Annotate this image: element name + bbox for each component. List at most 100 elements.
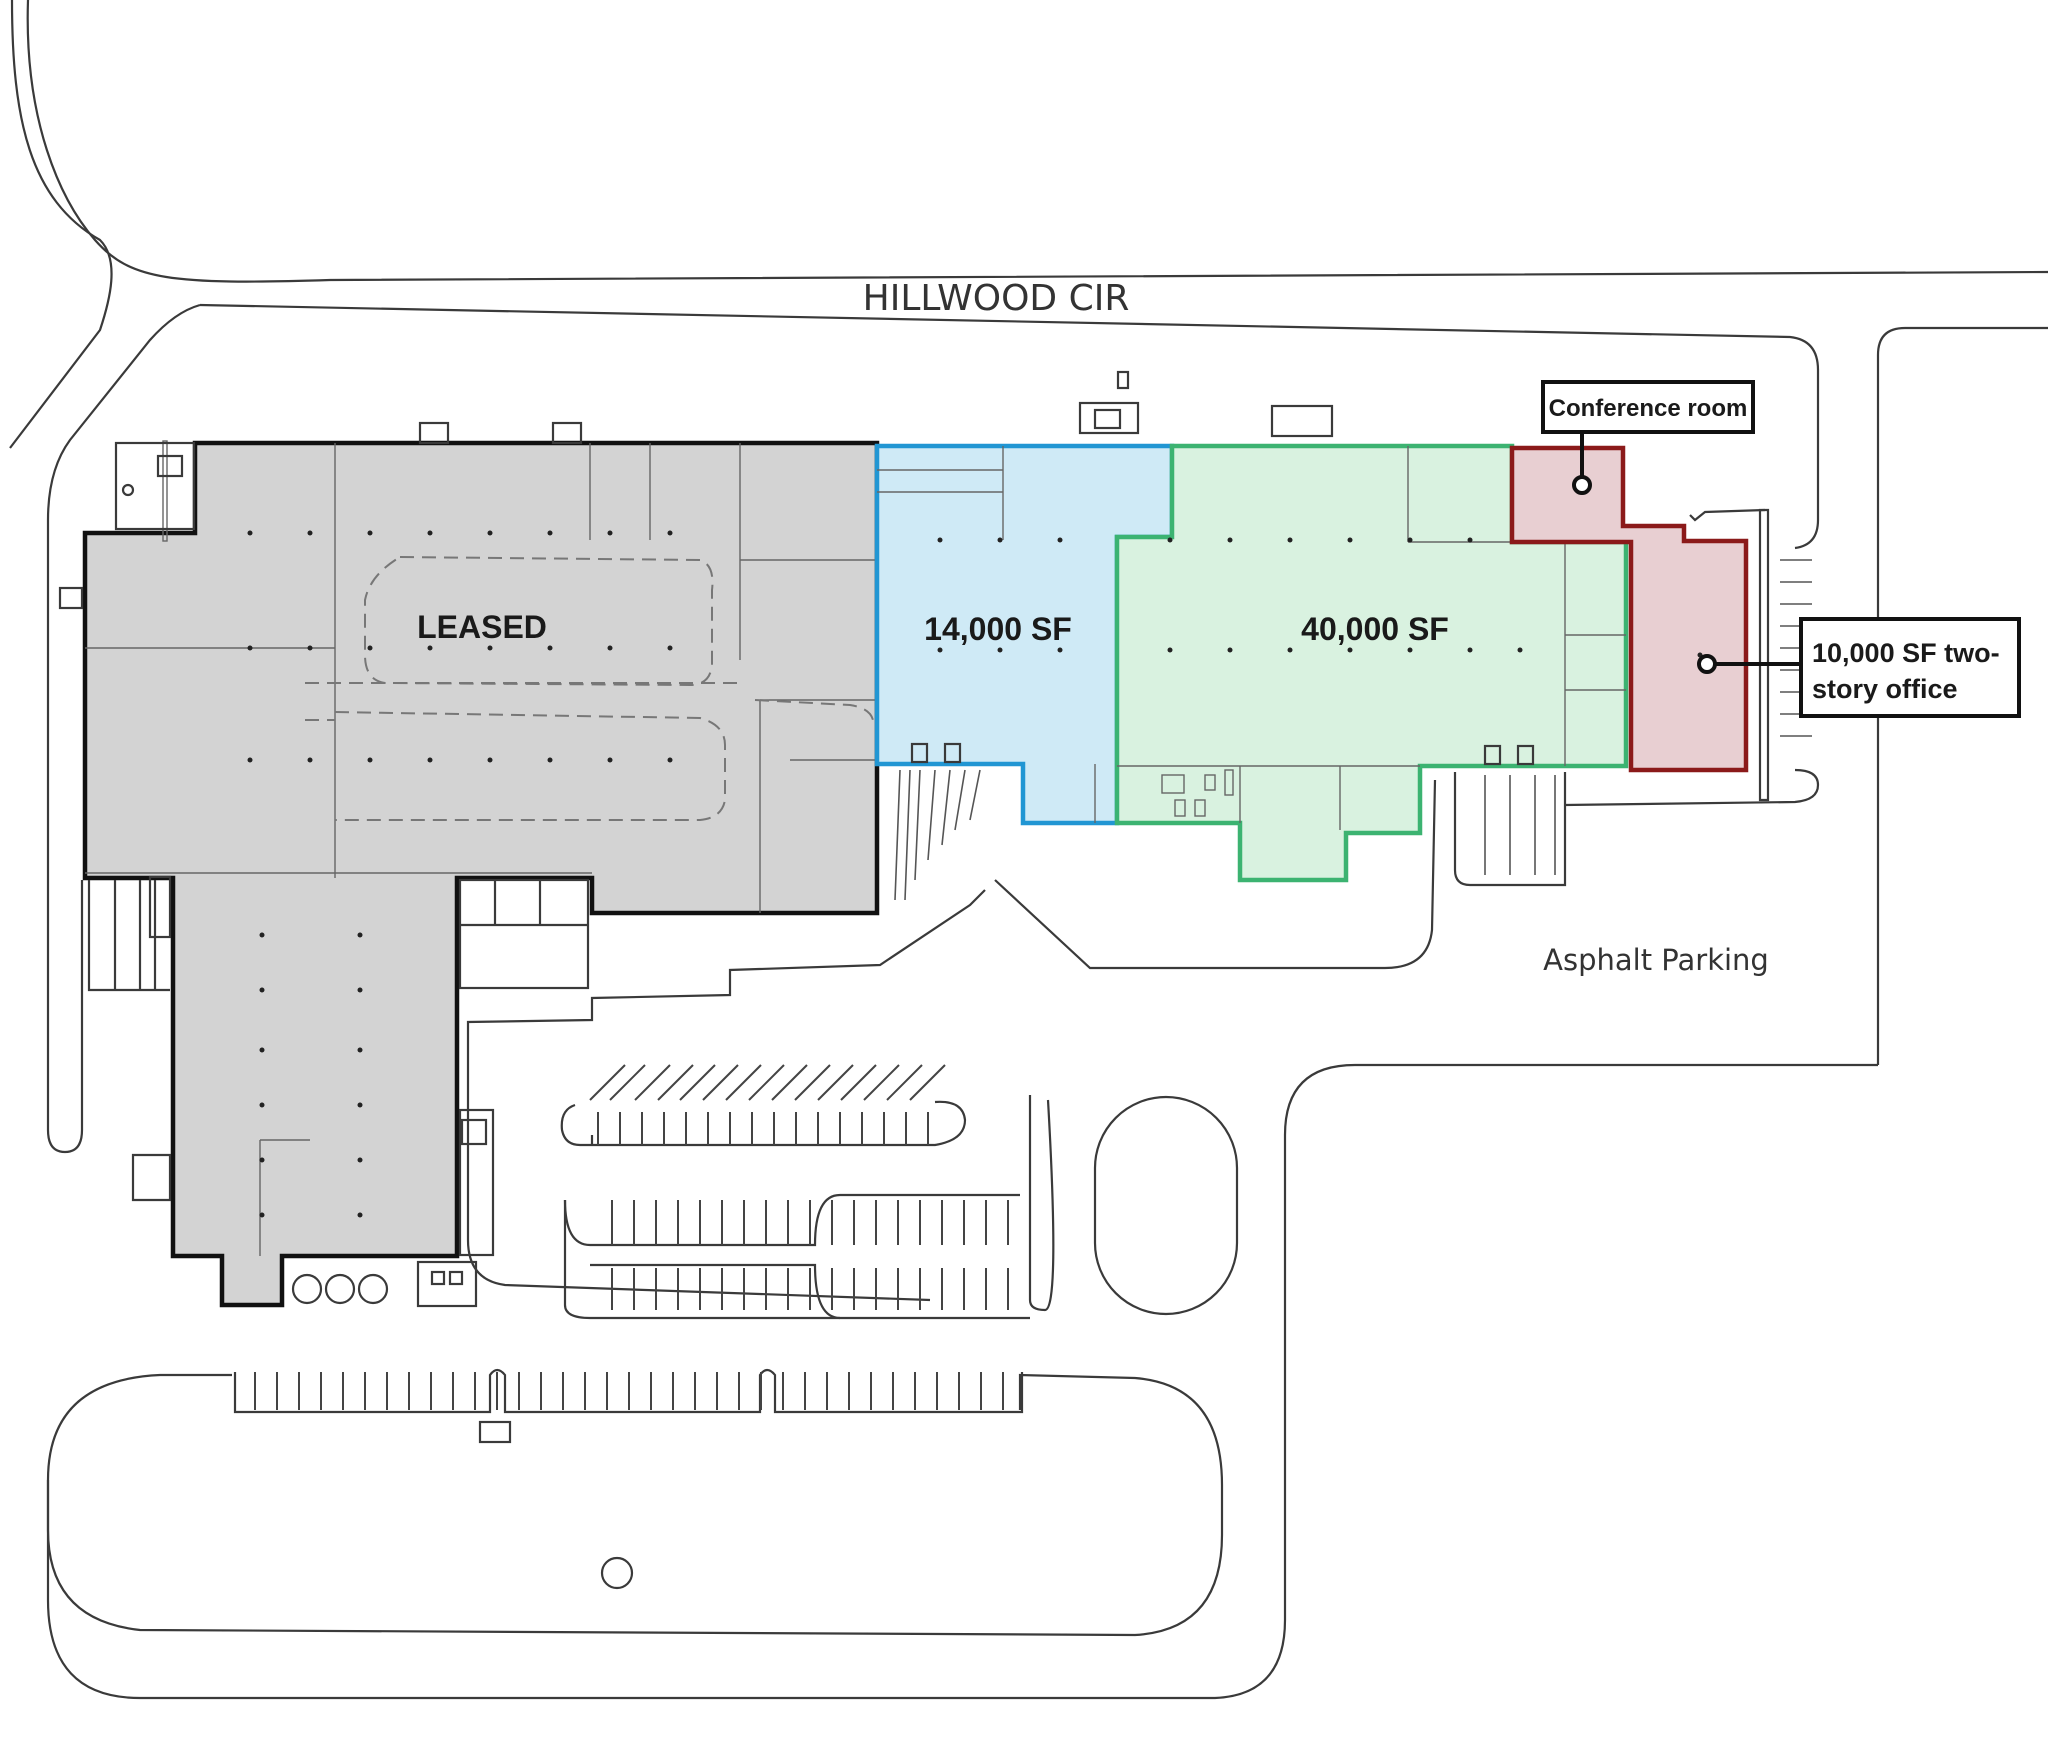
column-dot [1057,647,1063,653]
front-drive [994,779,1437,970]
east-parking [1453,508,1812,887]
site-boundary-south [46,1063,1878,1700]
column-dot [487,757,493,763]
leased-building-outline [82,440,880,1308]
column-dot [937,537,943,543]
blue-column-dots [937,537,1063,653]
column-dot [607,530,613,536]
column-dot [367,530,373,536]
column-dot [607,757,613,763]
leased-column-dots [247,530,673,1218]
column-dot [1517,647,1523,653]
asphalt-parking-label: Asphalt Parking [1543,943,1769,977]
column-dot [259,932,265,938]
parking-angled-stalls [589,1064,946,1101]
column-dot [259,1102,265,1108]
column-dot [1347,647,1353,653]
column-dot [247,645,253,651]
column-dot [357,1047,363,1053]
stall-row-d [611,1268,789,1310]
road-edge-west-top [9,0,113,449]
conference-room-label: Conference room [1549,395,1748,422]
road-curve-west [46,303,201,1154]
oval-island [1093,1095,1239,1316]
column-dot [367,645,373,651]
road-edge-south [199,303,1820,550]
green-area-label: 40,000 SF [1301,611,1449,647]
green-north-box [1270,404,1334,438]
column-dot [259,1157,265,1163]
column-dot [1287,537,1293,543]
office-area-outline [1509,445,1749,773]
column-dot [487,530,493,536]
column-dot [487,645,493,651]
column-dot [1467,647,1473,653]
column-dot [357,1102,363,1108]
column-dot [357,932,363,938]
street-name: HILLWOOD CIR [863,278,1130,319]
column-dot [667,757,673,763]
column-dot [427,757,433,763]
office-callout: 10,000 SF two- story office [1697,617,2021,718]
column-dot [259,1047,265,1053]
column-dot [1167,537,1173,543]
parking-straight-rows [563,1095,1055,1320]
green-interior-walls [1117,446,1626,830]
column-dot [247,530,253,536]
road-east-drive [1876,326,2048,1065]
column-dot [427,645,433,651]
column-dot [1287,647,1293,653]
stall-row-a [597,1112,929,1145]
road-east-loop [1564,768,1820,807]
column-dot [607,645,613,651]
blue-area-label: 14,000 SF [924,611,1072,647]
leased-dashed-aisle-north [364,556,714,687]
leased-interior-walls [85,443,877,1256]
stall-row-south [254,1372,1004,1410]
leased-area [58,421,880,1308]
road-edge-north [26,0,2048,283]
parking-angled-curb [560,1100,967,1147]
column-dot [547,757,553,763]
green-column-dots [1167,537,1523,653]
leased-annex-box [114,441,196,531]
column-dot [667,645,673,651]
column-dot [997,537,1003,543]
column-dot [1167,647,1173,653]
column-dot [1407,647,1413,653]
column-dot [937,647,943,653]
blue-interior-walls [877,446,1096,823]
front-drive-inner [466,889,986,1302]
south-lot-stall-edge [233,1368,1024,1414]
column-dot [1057,537,1063,543]
stall-row-b [611,1200,1009,1245]
road-network [9,0,2048,1700]
column-dot [307,757,313,763]
column-dot [547,645,553,651]
column-dot [307,645,313,651]
leased-label: LEASED [417,609,547,645]
column-dot [1227,537,1233,543]
front-ramps [894,769,981,901]
column-dot [367,757,373,763]
office-label-line1: 10,000 SF two- [1812,638,2000,668]
office-label-line2: story office [1812,674,1958,704]
parking-lots [46,1064,1239,1637]
column-dot [1227,647,1233,653]
column-dot [357,1157,363,1163]
column-dot [307,530,313,536]
column-dot [997,647,1003,653]
column-dot [357,1212,363,1218]
column-dot [247,757,253,763]
column-dot [1467,537,1473,543]
conference-room-callout: Conference room [1541,380,1755,495]
south-lot-small-box [478,1420,512,1444]
column-dot [357,987,363,993]
stall-row-c [611,1268,1009,1310]
column-dot [547,530,553,536]
office-exterior-stairs [1689,508,1766,522]
column-dot [259,1212,265,1218]
column-dot [1407,537,1413,543]
column-dot [259,987,265,993]
